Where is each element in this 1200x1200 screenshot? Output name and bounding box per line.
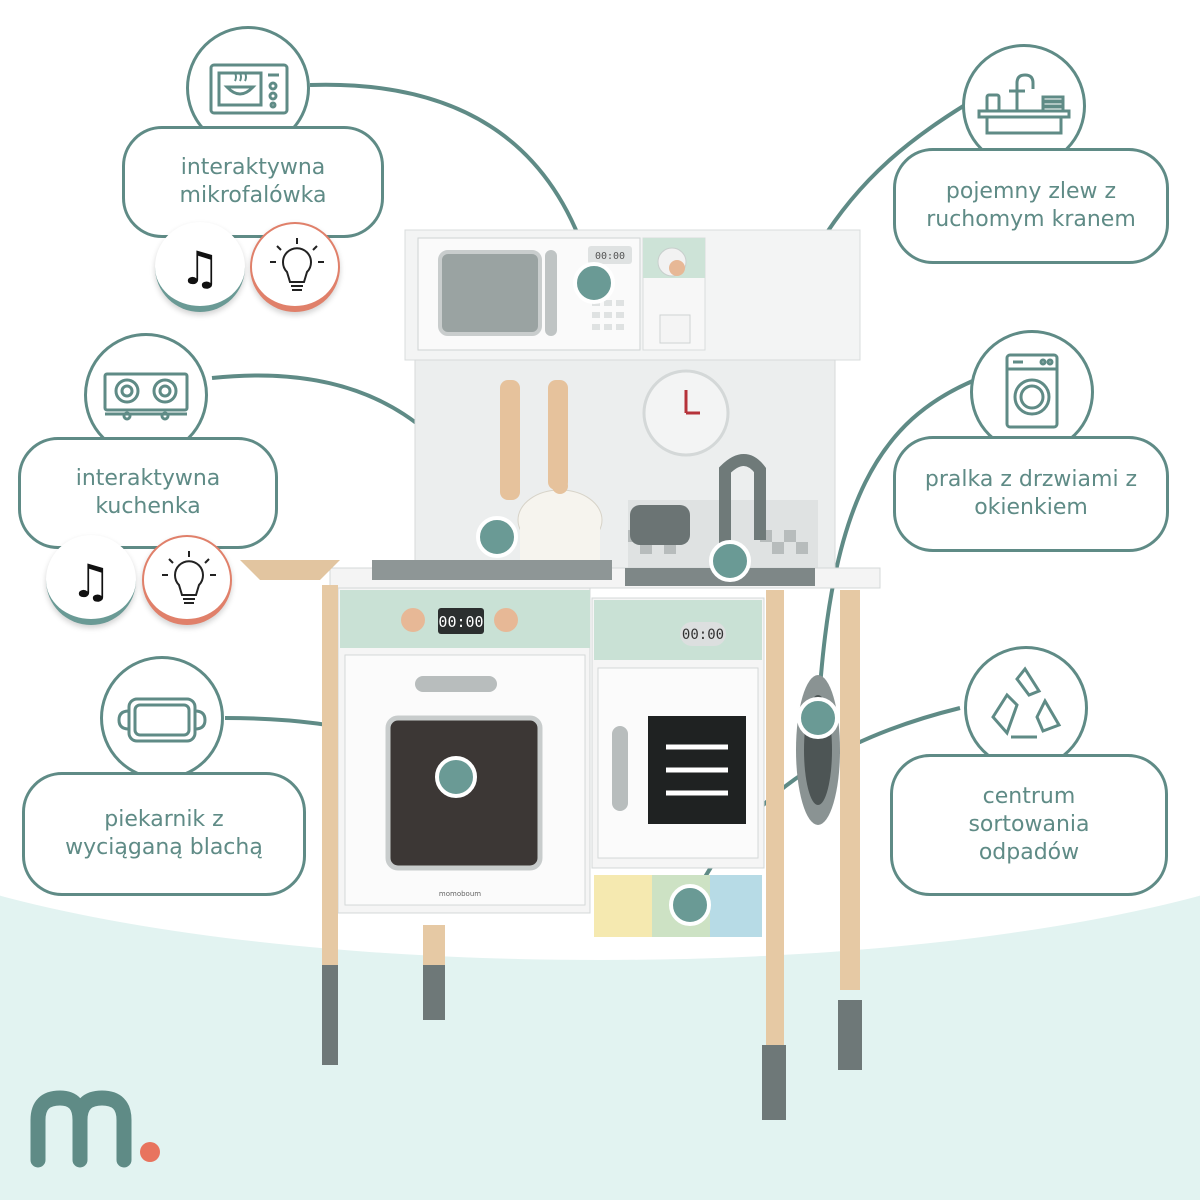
- microwave-window: [438, 250, 542, 336]
- spatula: [500, 380, 520, 500]
- svg-text:♫: ♫: [179, 241, 220, 295]
- bin-yellow: [594, 875, 652, 937]
- washing-machine-icon: [970, 330, 1094, 454]
- lightbulb-icon: [162, 551, 216, 604]
- washer-callout: pralka z drzwiami z okienkiem: [893, 436, 1169, 552]
- stove-light-badge: [142, 535, 232, 625]
- brand-logo: [30, 1080, 170, 1170]
- recycle-icon: [964, 646, 1088, 770]
- microwave-label: interaktywna mikrofalówka: [179, 155, 327, 208]
- svg-text:♫: ♫: [70, 554, 111, 608]
- oven-label: piekarnik z wyciąganą blachą: [65, 807, 263, 860]
- microwave-callout: interaktywna mikrofalówka: [122, 126, 384, 238]
- music-icon: ♫: [70, 554, 111, 608]
- lightbulb-icon: [270, 238, 324, 291]
- hotspot-markers: [435, 262, 839, 926]
- recycling-label: centrum sortowania odpadów: [968, 784, 1090, 865]
- stove-music-badge: ♫: [46, 535, 136, 625]
- stove-top: [372, 560, 612, 580]
- sink-label: pojemny zlew z ruchomym kranem: [926, 179, 1136, 232]
- washer-label: pralka z drzwiami z okienkiem: [924, 467, 1138, 520]
- logo-dot: [140, 1142, 160, 1162]
- sink-callout: pojemny zlew z ruchomym kranem: [893, 148, 1169, 264]
- panel-timer: 00:00: [682, 627, 724, 643]
- stove-callout: interaktywna kuchenka: [18, 437, 278, 549]
- music-icon: ♫: [179, 241, 220, 295]
- microwave-timer: 00:00: [595, 251, 625, 262]
- stove-label: interaktywna kuchenka: [75, 466, 221, 519]
- oven-brand: momoboum: [439, 890, 481, 898]
- recycling-callout: centrum sortowania odpadów: [890, 754, 1168, 896]
- sink-icon: [962, 44, 1086, 168]
- baking-tray-icon: [100, 656, 224, 780]
- microwave-light-badge: [250, 222, 340, 312]
- bin-blue: [710, 875, 762, 937]
- microwave-music-badge: ♫: [155, 222, 245, 312]
- oven-timer: 00:00: [438, 613, 483, 631]
- oven-callout: piekarnik z wyciąganą blachą: [22, 772, 306, 896]
- connector-washer: [816, 378, 976, 719]
- stove-icon: [84, 333, 208, 457]
